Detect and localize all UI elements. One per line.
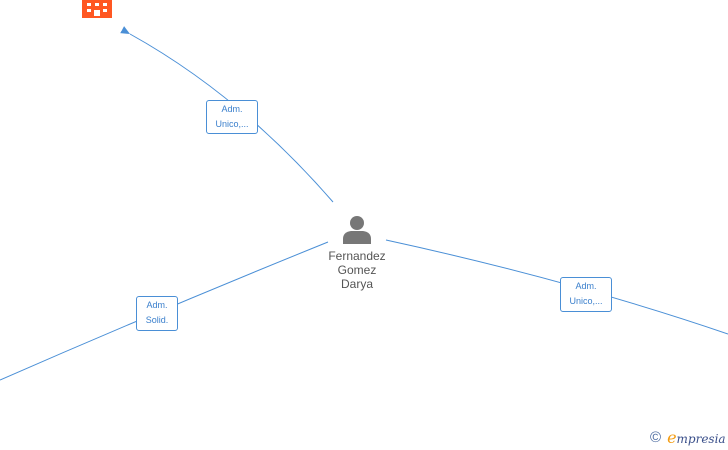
brand-logo: empresia <box>667 427 726 448</box>
brand-text: mpresia <box>676 431 726 446</box>
person-name-line: Fernandez <box>328 249 386 263</box>
relation-role-line: Solid. <box>145 315 169 325</box>
relation-role-line: Adm. <box>221 104 243 114</box>
person-name-line: Darya <box>340 277 373 291</box>
building-icon <box>82 0 112 18</box>
copyright-icon: © <box>650 429 662 446</box>
person-icon <box>343 216 371 244</box>
person-name-line: Gomez <box>337 263 377 277</box>
relation-box-left[interactable]: Adm. Solid. <box>136 296 178 331</box>
relation-role-line: Unico,... <box>215 119 249 129</box>
brand-initial: e <box>667 427 677 447</box>
relation-box-company[interactable]: Adm. Unico,... <box>206 100 258 134</box>
relation-role-line: Adm. <box>575 281 597 291</box>
relation-role-line: Unico,... <box>569 296 603 306</box>
edge-to-right <box>385 239 728 335</box>
footer-brand[interactable]: © empresia <box>650 427 726 448</box>
company-node[interactable] <box>82 0 112 18</box>
relation-box-right[interactable]: Adm. Unico,... <box>560 277 612 312</box>
person-node[interactable]: Fernandez Gomez Darya <box>316 214 398 291</box>
relation-role-line: Adm. <box>146 300 168 310</box>
